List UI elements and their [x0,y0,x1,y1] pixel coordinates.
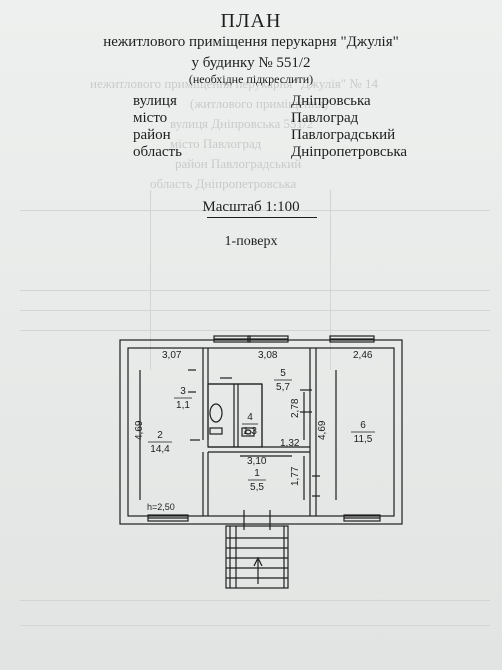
bleed-through-line [150,190,151,370]
city-value: Павлоград [291,110,359,126]
document-title: ПЛАН [220,10,282,32]
scale-underline [207,217,317,218]
sink-icon [209,427,223,435]
dim-hall-width: 3,10 [247,456,267,467]
room-1-number: 1 [254,468,260,479]
bleed-through-text: місто Павлоград [170,136,262,151]
region-label: область [133,144,182,160]
document-subtitle: нежитлового приміщення перукарня "Джулія… [103,34,399,50]
dim-small-width: 1,32 [280,438,300,449]
region-value: Дніпропетровська [291,144,408,160]
drain-icon [244,429,252,435]
dim-right-height: 4,69 [317,420,328,440]
scale-label: Масштаб 1:100 [202,199,300,215]
dim-top-mid: 3,08 [258,350,278,361]
bleed-through-text: район Павлоградський [175,156,302,171]
outer-wall [119,339,403,525]
entrance-stairs [225,525,289,589]
dim-room1-height: 1,77 [290,466,301,486]
room-6-number: 6 [360,420,366,431]
street-value: Дніпровська [291,93,371,109]
dim-room5-height: 2,78 [290,398,301,418]
bleed-through-line [330,190,331,370]
bleed-through-text: (житлового приміщення) [190,96,329,111]
bleed-through-line [20,210,490,211]
street-label: вулиця [133,93,177,109]
bleed-through-line [20,310,490,311]
bleed-through-line [20,625,490,626]
room-6-area: 11,5 [354,434,373,445]
dim-top-left: 3,07 [162,350,182,361]
floor-label: 1-поверх [224,234,278,249]
bleed-through-line [20,600,490,601]
room-5-number: 5 [280,368,286,379]
room-1-area: 5,5 [250,482,264,493]
ceiling-height: h=2,50 [147,502,175,512]
dim-left-height: 4,69 [134,420,145,440]
room-3-number: 3 [180,386,186,397]
room-2-area: 14,4 [150,444,170,455]
toilet-icon [209,403,223,423]
bleed-through-line [20,290,490,291]
dim-top-right: 2,46 [353,350,373,361]
sink-icon [241,427,255,437]
bleed-through-text: нежитлового приміщення перукарня "Джулія… [90,76,378,91]
room-4-area: 1,3 [243,426,257,437]
building-number: у будинку № 551/2 [191,55,311,71]
bleed-through-text: вулиця Дніпровська 551/2 [170,116,314,131]
room-2-number: 2 [157,430,163,441]
underline-hint: (необхідне підкреслити) [188,72,314,86]
bleed-through-text: область Дніпропетровська [150,176,297,191]
district-label: район [133,127,171,143]
inner-wall [127,347,395,517]
city-label: місто [133,110,168,126]
room-5-area: 5,7 [276,382,290,393]
room-3-4-block [207,383,263,448]
room-4-number: 4 [247,412,253,423]
room-3-area: 1,1 [176,400,190,411]
bleed-through-line [20,330,490,331]
district-value: Павлоградський [291,127,396,143]
